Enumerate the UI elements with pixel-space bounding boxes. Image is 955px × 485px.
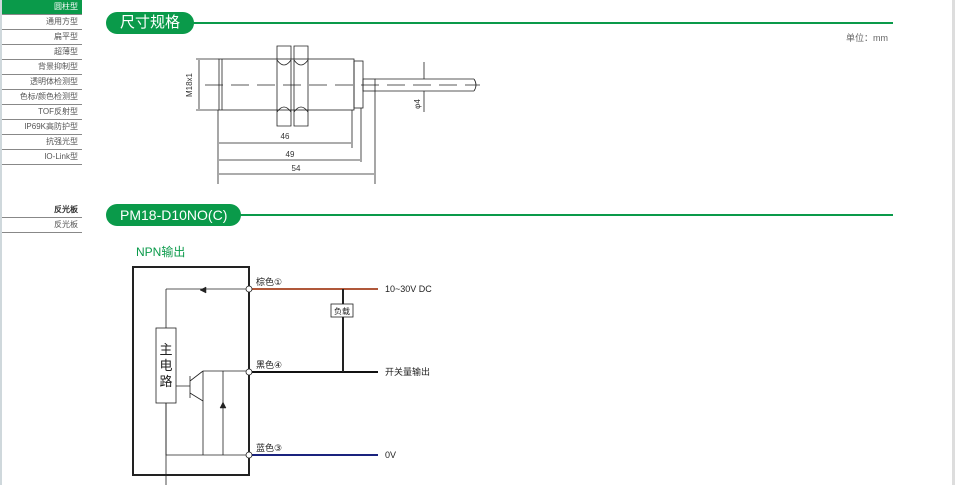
divider (170, 22, 893, 24)
sidebar-item[interactable]: 抗强光型 (2, 135, 82, 150)
section-title-dimensions: 尺寸规格 (106, 12, 195, 34)
circuit-char: 主 (159, 342, 172, 357)
sidebar-item[interactable]: 超薄型 (2, 45, 82, 60)
circuit-char: 路 (159, 374, 172, 389)
sidebar-item[interactable]: 色标/颜色检测型 (2, 90, 82, 105)
load-label: 负载 (334, 306, 350, 316)
divider (230, 214, 893, 216)
sidebar-item[interactable]: 圆柱型 (2, 0, 82, 15)
section-title-model: PM18-D10NO(C) (106, 204, 242, 226)
sidebar-item[interactable]: 通用方型 (2, 15, 82, 30)
signal-ground: 0V (385, 450, 396, 460)
scrollbar[interactable] (952, 0, 955, 485)
sidebar-item[interactable]: 背景抑制型 (2, 60, 82, 75)
circuit-char: 电 (159, 358, 172, 373)
sidebar-item[interactable]: IO-Link型 (2, 150, 82, 165)
sidebar-item[interactable]: 透明体检测型 (2, 75, 82, 90)
sidebar-item[interactable]: 扁平型 (2, 30, 82, 45)
wiring-diagram (132, 266, 378, 485)
sidebar-section-title: 反光板 (2, 203, 82, 218)
sidebar-item[interactable]: IP69K高防护型 (2, 120, 82, 135)
length-49: 49 (286, 150, 295, 159)
sidebar-item-reflector[interactable]: 反光板 (2, 218, 82, 233)
dimension-drawing (196, 45, 480, 184)
length-54: 54 (292, 164, 301, 173)
wire-blue-label: 蓝色③ (256, 442, 282, 453)
length-46: 46 (281, 132, 290, 141)
wire-brown-label: 棕色① (256, 276, 282, 287)
unit-label: 单位：mm (846, 33, 888, 43)
signal-output: 开关量输出 (385, 366, 430, 377)
sidebar-item[interactable]: TOF反射型 (2, 105, 82, 120)
wire-black-label: 黑色④ (256, 359, 282, 370)
signal-power: 10~30V DC (385, 284, 432, 294)
thread-label: M18x1 (185, 72, 194, 97)
wiring-title: NPN输出 (136, 244, 185, 259)
cable-diameter-label: φ4 (413, 99, 422, 109)
